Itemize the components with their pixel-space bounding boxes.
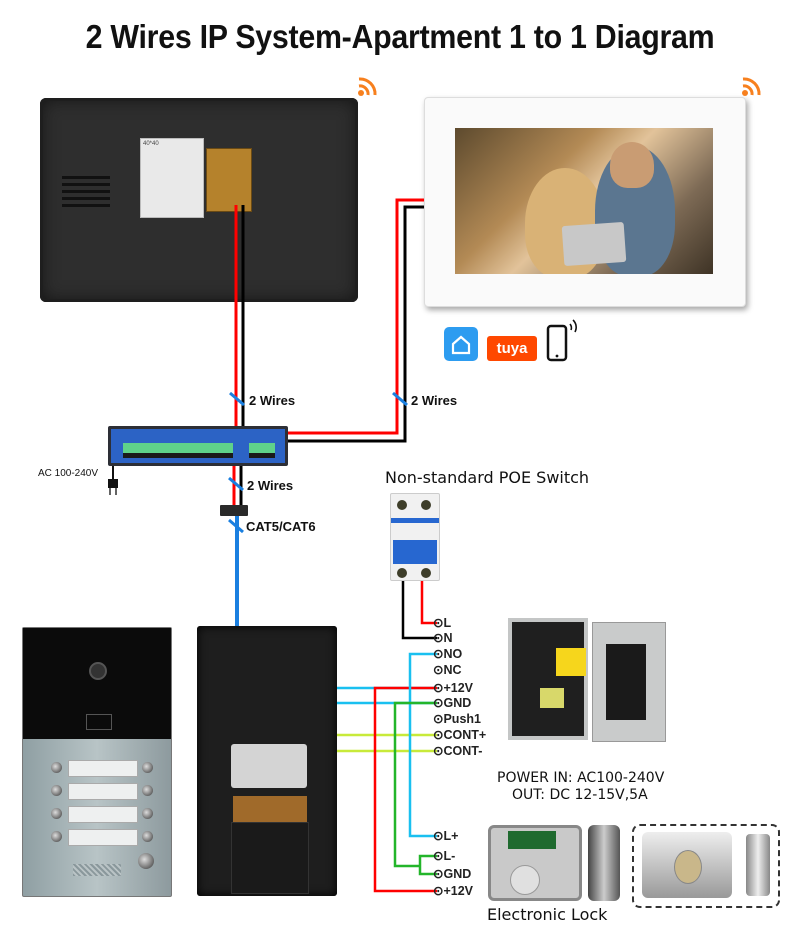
psu-terminal-nc: ⊙NC — [433, 663, 462, 677]
psu-terminal-cont: ⊙CONT- — [433, 744, 483, 758]
wire-black — [401, 575, 437, 640]
call-button[interactable] — [51, 785, 62, 796]
outdoor-station-back — [197, 626, 337, 896]
rfid-card-icon — [86, 714, 112, 730]
psu-terminal-no: ⊙NO — [433, 647, 463, 661]
wire-black — [288, 205, 424, 443]
call-button[interactable] — [142, 762, 153, 773]
nameplate — [68, 829, 138, 846]
nameplate — [68, 806, 138, 823]
call-button[interactable] — [142, 831, 153, 842]
lock-terminal-gnd: ⊙GND — [433, 867, 472, 881]
back-label — [231, 744, 307, 788]
psu-terminal-12v: ⊙+12V — [433, 681, 474, 695]
camera-lens — [89, 662, 107, 680]
wire-green-gnd — [393, 701, 437, 868]
breaker-caption: Non-standard POE Switch — [385, 468, 590, 487]
wire-label: 2 Wires — [249, 393, 296, 408]
electronic-lock-open — [488, 825, 624, 903]
wiring-label: 40*40 — [140, 138, 204, 218]
switch-power-label: AC 100-240V — [38, 468, 99, 479]
connector-pcb — [206, 148, 252, 212]
rj45-coupler — [220, 505, 248, 516]
psu-terminal-cont: ⊙CONT+ — [433, 728, 487, 742]
outdoor-station-front — [22, 627, 172, 897]
diagram-title: 2 Wires IP System-Apartment 1 to 1 Diagr… — [85, 18, 715, 55]
monitor-screen-photo — [455, 128, 713, 274]
wiring-label-text: 40*40 — [143, 141, 159, 147]
indoor-monitor-back: 40*40 — [40, 98, 358, 302]
circuit-breaker — [390, 493, 440, 581]
switch-port-block — [123, 443, 233, 458]
poe-switch — [108, 426, 288, 466]
psu-caption-line2: OUT: DC 12-15V,5A — [512, 787, 648, 803]
wire-red-12v — [373, 686, 437, 893]
call-button[interactable] — [142, 785, 153, 796]
electronic-lock-front — [632, 824, 780, 908]
camera-area — [23, 628, 171, 739]
power-plug-icon — [108, 479, 118, 488]
power-supply-unit — [500, 608, 668, 748]
psu-terminal-push1: ⊙Push1 — [433, 712, 481, 726]
psu-caption-line1: POWER IN: AC100-240V — [497, 770, 665, 786]
main-button[interactable] — [138, 853, 154, 869]
psu-terminal-gnd: ⊙GND — [433, 696, 472, 710]
wire-marker — [228, 476, 244, 492]
smartphone-icon — [546, 319, 577, 362]
call-button[interactable] — [142, 808, 153, 819]
wire-label: 2 Wires — [247, 478, 294, 493]
lock-terminal-l: ⊙L- — [433, 849, 456, 863]
lock-terminal-12v: ⊙+12V — [433, 884, 474, 898]
call-button[interactable] — [51, 831, 62, 842]
call-button[interactable] — [51, 762, 62, 773]
switch-port-block — [249, 443, 275, 458]
psu-terminal-n: ⊙N — [433, 631, 453, 645]
back-cover — [231, 822, 309, 894]
smart-home-app-icon — [444, 327, 478, 361]
wire-cyan-no — [408, 652, 437, 838]
wire-marker — [229, 391, 245, 407]
wire-label: 2 Wires — [411, 393, 458, 408]
photo-face — [610, 142, 654, 188]
tuya-app-icon: tuya — [487, 336, 537, 361]
call-button[interactable] — [51, 808, 62, 819]
wifi-icon — [358, 77, 377, 96]
nameplate — [68, 783, 138, 800]
psu-terminal-l: ⊙L — [433, 616, 452, 630]
wire-red — [420, 575, 437, 625]
wire-green-branch — [418, 854, 437, 876]
speaker-grille — [73, 864, 121, 876]
wire-marker — [392, 391, 408, 407]
wire-red — [288, 198, 424, 435]
nameplate — [68, 760, 138, 777]
speaker-grille — [62, 176, 110, 208]
lock-terminal-l: ⊙L+ — [433, 829, 459, 843]
wire-marker — [228, 518, 244, 534]
indoor-monitor-front — [424, 97, 746, 307]
wire-label: CAT5/CAT6 — [246, 519, 316, 534]
back-pcb — [233, 796, 307, 822]
wifi-icon — [742, 77, 761, 96]
lock-caption: Electronic Lock — [487, 905, 608, 924]
